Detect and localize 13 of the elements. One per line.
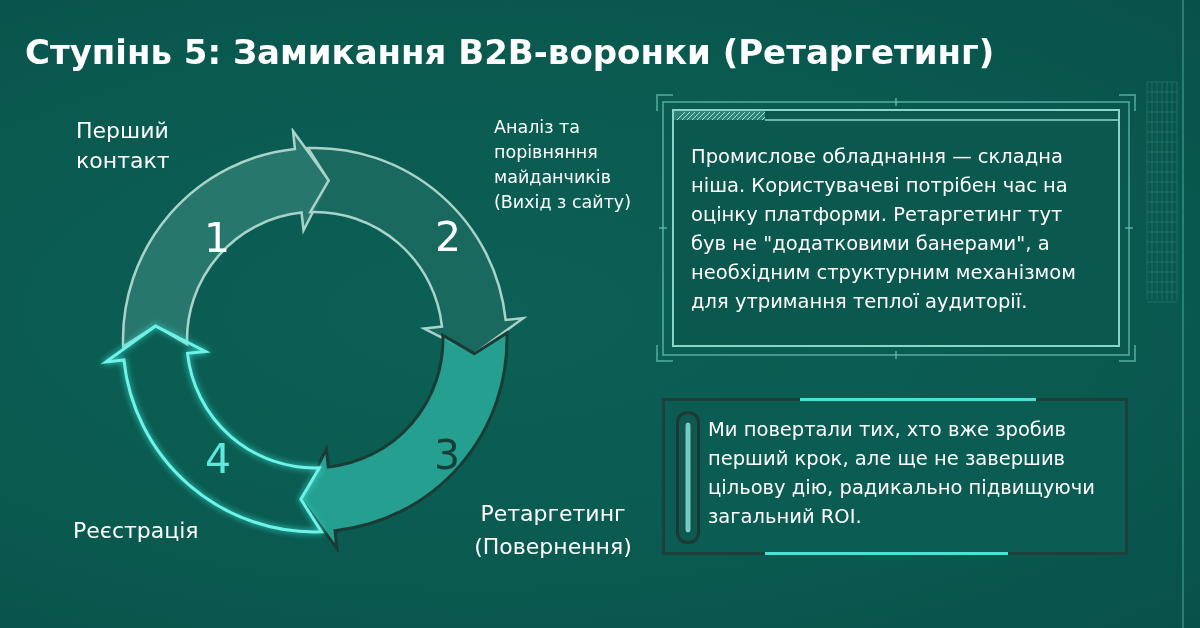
stage-label: Ретаргетинг (Повернення) [473, 500, 633, 561]
step-number: 2 [434, 214, 462, 260]
panel-text: Промислове обладнання — складна ніша. Користувачеві потрібен час на оцінку платформи. Ретаргетинг тут був не "додатковими банерами", а необхідним структурним механізмом для утримання теплої аудиторії. [691, 144, 1077, 315]
title: Ступінь 5: Замикання B2B-воронки (Ретаргетинг) [25, 31, 995, 74]
text-panel [656, 94, 1136, 362]
stage-label: Реєстрація [73, 517, 200, 545]
step-number: 1 [203, 215, 231, 261]
panel-text: Ми повертали тих, хто вже зробив перший крок, але ще не завершив цільову дію, радикально підвищуючи загальний ROI. [708, 417, 1096, 530]
stage-label: Аналіз та порівняння майданчиків (Вихід з сайту) [494, 116, 633, 214]
step-number: 3 [433, 432, 461, 478]
stage-label: Перший контакт [76, 117, 171, 175]
text-panel [662, 398, 1128, 555]
step-number: 4 [204, 436, 232, 482]
